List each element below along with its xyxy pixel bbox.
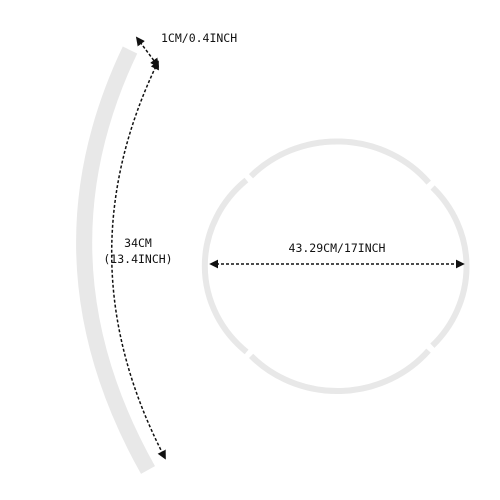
width-label: 1CM/0.4INCH <box>161 31 237 45</box>
ring-quarter-top <box>248 138 431 185</box>
arc-length-dimension-arrow <box>110 60 166 460</box>
width-dimension-arrow <box>135 36 160 68</box>
ring-segment <box>76 46 155 474</box>
arc-length-label-cm: 34CM <box>124 236 152 250</box>
arc-length-label-inch: (13.4INCH) <box>103 252 172 266</box>
assembled-ring <box>201 138 470 395</box>
ring-quarter-bottom <box>248 348 431 395</box>
diameter-label: 43.29CM/17INCH <box>289 241 386 255</box>
ring-quarter-right <box>430 185 470 348</box>
ring-quarter-left <box>201 177 249 355</box>
